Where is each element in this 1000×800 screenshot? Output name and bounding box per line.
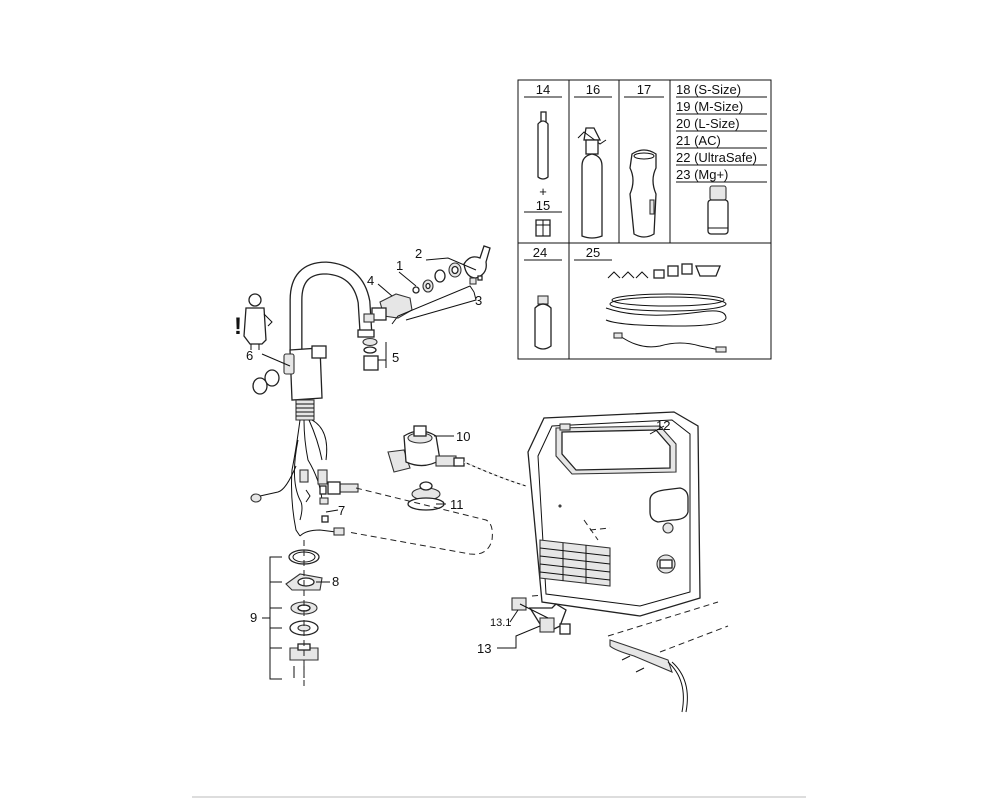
table-label-24: 24 <box>533 245 547 260</box>
table-plus: + <box>539 184 547 199</box>
callout-12: 12 <box>656 418 670 433</box>
table-label-21: 21 (AC) <box>676 133 721 148</box>
power-cable-clamp <box>607 601 729 713</box>
filter-head-valve <box>387 425 465 511</box>
table-label-23: 23 (Mg+) <box>676 167 728 182</box>
co2-cartridge-icon <box>537 111 549 180</box>
cleaning-cartridge-icon <box>534 295 552 350</box>
table-label-25: 25 <box>586 245 600 260</box>
accessory-table: 14 16 17 18 (S-Size) 19 (M-Size) 20 (L-S… <box>517 79 772 360</box>
callout-7: 7 <box>338 503 345 518</box>
table-label-19: 19 (M-Size) <box>676 99 743 114</box>
water-bottle-icon <box>629 149 657 238</box>
callout-10: 10 <box>456 429 470 444</box>
callout-labels: 1 2 3 4 5 6 7 8 9 10 11 12 13 13.1 <box>246 246 670 656</box>
table-label-22: 22 (UltraSafe) <box>676 150 757 165</box>
callout-2: 2 <box>415 246 422 261</box>
faucet-assembly <box>250 261 375 537</box>
handle-cartridge-parts <box>362 245 491 371</box>
filter-cartridge-icon <box>707 185 729 235</box>
callout-11: 11 <box>450 497 464 512</box>
callout-6: 6 <box>246 348 253 363</box>
table-label-20: 20 (L-Size) <box>676 116 740 131</box>
callout-13: 13 <box>477 641 491 656</box>
leader-lines <box>261 257 665 649</box>
callout-9: 9 <box>250 610 257 625</box>
chiller-unit <box>527 411 701 617</box>
table-label-16: 16 <box>586 82 600 97</box>
callout-3: 3 <box>475 293 482 308</box>
installer-warning-icon: ! <box>234 293 273 350</box>
callout-13-1: 13.1 <box>490 617 511 629</box>
callout-4: 4 <box>367 273 374 288</box>
callout-8: 8 <box>332 574 339 589</box>
table-label-15: 15 <box>536 198 550 213</box>
adapter-icon <box>535 219 551 237</box>
table-label-14: 14 <box>536 82 550 97</box>
table-label-18: 18 (S-Size) <box>676 82 741 97</box>
small-fittings <box>319 497 329 523</box>
t-connector <box>511 597 571 635</box>
mounting-kit <box>262 540 323 690</box>
warning-symbol: ! <box>234 313 242 340</box>
co2-bottle-icon <box>577 127 607 239</box>
callout-1: 1 <box>396 258 403 273</box>
o-rings <box>252 369 280 395</box>
hose-kit-icon <box>605 263 727 353</box>
table-label-17: 17 <box>637 82 651 97</box>
callout-5: 5 <box>392 350 399 365</box>
